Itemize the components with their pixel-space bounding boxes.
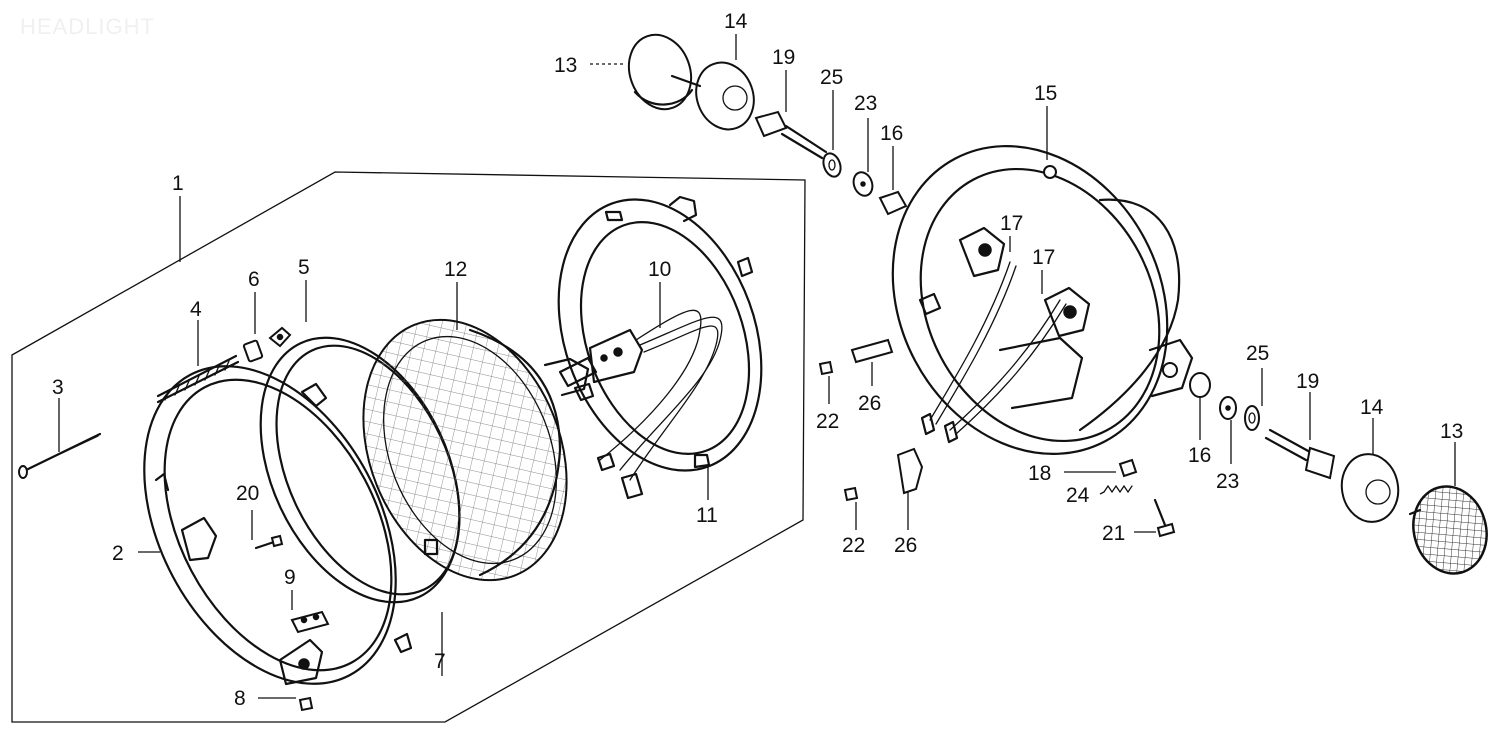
callout-26-top: 26 <box>858 392 881 415</box>
callout-8: 8 <box>234 687 246 710</box>
callout-18: 18 <box>1028 462 1051 485</box>
callout-14-right: 14 <box>1360 396 1384 419</box>
reflector-13-right <box>1408 485 1488 575</box>
bolt-19-right <box>1264 428 1336 480</box>
callout-5: 5 <box>298 256 310 279</box>
callout-3: 3 <box>52 376 64 399</box>
callout-26-bottom: 26 <box>894 534 917 557</box>
callout-21: 21 <box>1102 522 1125 545</box>
callout-4: 4 <box>190 298 202 321</box>
bolt-19-top <box>754 110 828 160</box>
callout-10: 10 <box>648 258 671 281</box>
collar-25-right <box>1244 405 1260 431</box>
callout-6: 6 <box>248 268 260 291</box>
callout-1: 1 <box>172 172 184 195</box>
callout-24: 24 <box>1066 484 1090 507</box>
callout-23-right: 23 <box>1216 470 1239 493</box>
callout-13-top: 13 <box>554 54 577 77</box>
callout-20: 20 <box>236 482 259 505</box>
callout-14-top: 14 <box>724 10 748 33</box>
callout-22-bottom: 22 <box>842 534 865 557</box>
callout-12: 12 <box>444 258 467 281</box>
callout-13-right: 13 <box>1440 420 1463 443</box>
rim-2 <box>143 365 413 686</box>
spring-24 <box>1103 484 1133 494</box>
bracket-9 <box>290 610 330 634</box>
callout-16-right: 16 <box>1188 444 1211 467</box>
callout-25-right: 25 <box>1246 342 1269 365</box>
callout-17-b: 17 <box>1032 246 1055 269</box>
sealed-beam-12 <box>362 318 590 582</box>
clip-26-top <box>850 338 894 364</box>
washer-23-right <box>1219 396 1237 420</box>
callout-15: 15 <box>1034 82 1057 105</box>
callout-22-top: 22 <box>816 410 839 433</box>
leader-lines <box>58 34 1456 699</box>
screw-20 <box>254 534 284 550</box>
washer-5 <box>268 326 292 348</box>
screw-22-top <box>818 360 834 376</box>
reflector-13-top <box>627 33 694 111</box>
assembly-outline <box>11 171 806 723</box>
callout-7: 7 <box>434 650 446 673</box>
screw-21 <box>1153 498 1176 538</box>
screw-22-bottom <box>843 486 859 502</box>
socket-10 <box>558 309 723 500</box>
callout-labels: 1 2 3 4 5 6 7 8 9 10 11 12 13 13 14 14 1… <box>52 10 1463 710</box>
collar-25-top <box>822 152 842 178</box>
callout-17-a: 17 <box>1000 212 1023 235</box>
holder-14-right <box>1340 453 1400 523</box>
callout-23-top: 23 <box>854 92 877 115</box>
holder-14-top <box>670 61 755 131</box>
washer-23-top <box>852 171 874 197</box>
callout-11: 11 <box>696 504 718 527</box>
callout-25-top: 25 <box>820 66 843 89</box>
spacer-16-top <box>878 190 908 216</box>
case-15 <box>891 145 1194 455</box>
callout-19-top: 19 <box>772 46 795 69</box>
bolt-3 <box>18 432 102 479</box>
callout-19-right: 19 <box>1296 370 1319 393</box>
spacer-16-right <box>1189 372 1211 398</box>
nut-6 <box>242 339 264 363</box>
bolt-18 <box>1118 458 1138 478</box>
screw-8 <box>298 696 314 712</box>
clip-26-bottom <box>896 447 924 495</box>
callout-9: 9 <box>284 566 296 589</box>
callout-2: 2 <box>112 542 124 565</box>
page-title: HEADLIGHT <box>20 14 155 39</box>
callout-16-top: 16 <box>880 122 903 145</box>
